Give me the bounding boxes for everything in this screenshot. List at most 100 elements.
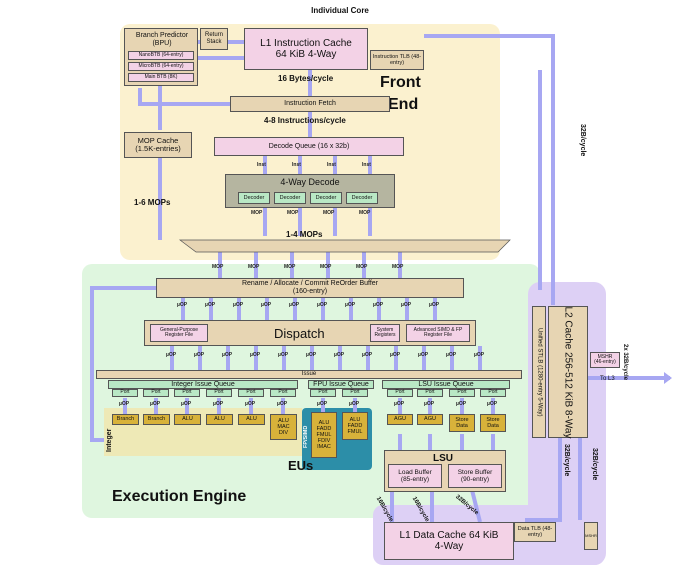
- mop-label: MOP: [212, 264, 224, 270]
- integer-issue-queue: Integer Issue Queue: [108, 380, 298, 389]
- front-end-label-2: End: [388, 96, 419, 113]
- port: Port: [480, 389, 506, 397]
- uop-label: µOP: [349, 401, 360, 407]
- fp-simd-label: FP/SIMD: [303, 425, 309, 448]
- instructions-per-cycle: 4-8 Instructions/cycle: [264, 116, 346, 125]
- mop-label: MOP: [284, 264, 296, 270]
- store-data-unit: Store Data: [449, 414, 475, 432]
- decoder-box: Decoder: [310, 192, 342, 204]
- inst-label: Inst: [327, 162, 336, 168]
- issue-bar: Issue: [96, 370, 522, 379]
- mop-cache: MOP Cache (1.5K-entries): [124, 132, 192, 158]
- mop-label: MOP: [248, 264, 260, 270]
- fp-unit-1: ALU FADD FMUL FDIV IMAC: [311, 412, 337, 458]
- system-registers: System Registers: [370, 324, 400, 342]
- uop-label: µOP: [278, 352, 289, 358]
- uop-label: µOP: [289, 302, 300, 308]
- bw-2x32-label: 2x 32B/cycle: [622, 344, 628, 381]
- uop-label: µOP: [277, 401, 288, 407]
- uop-label: µOP: [150, 401, 161, 407]
- inst-label: Inst: [362, 162, 371, 168]
- to-l3-label: To L3: [600, 376, 615, 382]
- uop-label: µOP: [177, 302, 188, 308]
- port: Port: [238, 389, 264, 397]
- uop-label: µOP: [261, 302, 272, 308]
- uop-label: µOP: [373, 302, 384, 308]
- mshr-box: MSHR (46-entry): [590, 352, 620, 368]
- uop-label: µOP: [245, 401, 256, 407]
- port: Port: [206, 389, 232, 397]
- lsu-label: LSU: [433, 453, 453, 464]
- gpr-file: General-Purpose Register File: [150, 324, 208, 342]
- l1-instruction-cache: L1 Instruction Cache 64 KiB 4-Way: [244, 28, 368, 70]
- uop-label: µOP: [119, 401, 130, 407]
- bw-32-upper: 32B/cycle: [579, 124, 586, 157]
- exec-unit-alu: ALU: [174, 414, 201, 425]
- port: Port: [449, 389, 475, 397]
- exec-unit-alu: ALU: [206, 414, 233, 425]
- uop-label: µOP: [345, 302, 356, 308]
- l1-data-cache: L1 Data Cache 64 KiB 4-Way: [384, 522, 514, 560]
- uop-label: µOP: [181, 401, 192, 407]
- port: Port: [270, 389, 296, 397]
- uop-label: µOP: [194, 352, 205, 358]
- uop-label: µOP: [390, 352, 401, 358]
- l2-label: L2 Cache 256-512 KiB 8-Way: [562, 306, 574, 438]
- uop-label: µOP: [362, 352, 373, 358]
- agu-unit: AGU: [387, 414, 413, 425]
- data-tlb: Data TLB (48-entry): [514, 522, 556, 542]
- uop-label: µOP: [446, 352, 457, 358]
- instruction-tlb: Instruction TLB (48-entry): [370, 50, 424, 70]
- uop-label: µOP: [394, 401, 405, 407]
- port: Port: [310, 389, 336, 397]
- uop-label: µOP: [166, 352, 177, 358]
- exec-unit-branch: Branch: [143, 414, 170, 425]
- uop-label: µOP: [250, 352, 261, 358]
- uop-label: µOP: [401, 302, 412, 308]
- uop-label: µOP: [418, 352, 429, 358]
- uop-label: µOP: [334, 352, 345, 358]
- uop-label: µOP: [205, 302, 216, 308]
- core-title: Individual Core: [311, 6, 369, 15]
- bytes-per-cycle: 16 Bytes/cycle: [278, 74, 334, 83]
- unified-stlb: Unified STLB (1280-entry 5-Way): [532, 306, 546, 438]
- port: Port: [112, 389, 138, 397]
- store-buffer: Store Buffer (90-entry): [448, 464, 502, 488]
- simd-register-file: Advanced SIMD & FP Register File: [406, 324, 470, 342]
- uop-label: µOP: [424, 401, 435, 407]
- port: Port: [417, 389, 443, 397]
- stlb-label: Unified STLB (1280-entry 5-Way): [536, 327, 543, 417]
- watermark: 什么值得买: [606, 548, 656, 559]
- bw-32-lower-1: 32B/cycle: [563, 444, 570, 477]
- decoder-box: Decoder: [274, 192, 306, 204]
- port: Port: [387, 389, 413, 397]
- inst-label: Inst: [292, 162, 301, 168]
- store-data-unit: Store Data: [480, 414, 506, 432]
- uop-label: µOP: [317, 302, 328, 308]
- mop-label: MOP: [251, 210, 263, 216]
- mop-label: MOP: [320, 264, 332, 270]
- load-buffer: Load Buffer (85-entry): [388, 464, 442, 488]
- exec-unit-branch: Branch: [112, 414, 139, 425]
- eus-label: EUs: [288, 458, 314, 473]
- uop-label: µOP: [487, 401, 498, 407]
- mops-1-6-label: 1-6 MOPs: [134, 198, 171, 207]
- btb-main: Main BTB (8K): [128, 73, 194, 82]
- four-way-decode-label: 4-Way Decode: [280, 177, 340, 187]
- l2-cache: L2 Cache 256-512 KiB 8-Way: [548, 306, 588, 438]
- agu-unit: AGU: [417, 414, 443, 425]
- fpu-issue-queue: FPU Issue Queue: [308, 380, 374, 389]
- execution-engine-label: Execution Engine: [112, 488, 247, 505]
- uop-label: µOP: [317, 401, 328, 407]
- mop-label: MOP: [287, 210, 299, 216]
- bw-32-lower-2: 32B/cycle: [591, 448, 598, 481]
- port: Port: [174, 389, 200, 397]
- decode-queue: Decode Queue (16 x 32b): [214, 137, 404, 156]
- btb-nano: NanoBTB (64-entry): [128, 51, 194, 60]
- uop-label: µOP: [429, 302, 440, 308]
- return-stack-box: Return Stack: [200, 28, 228, 50]
- fp-unit-2: ALU FADD FMUL: [342, 412, 368, 440]
- instruction-fetch: Instruction Fetch: [230, 96, 390, 112]
- bpu-label: Branch Predictor (BPU): [135, 32, 189, 47]
